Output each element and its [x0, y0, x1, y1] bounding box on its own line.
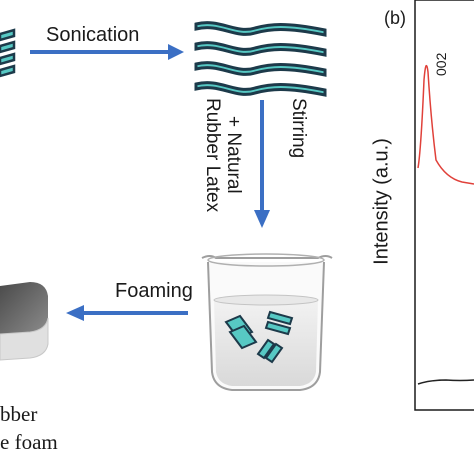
foam-caption-line-1: bber	[0, 402, 38, 426]
natural-rubber-latex-label: + Natural Rubber Latex	[198, 98, 244, 212]
xrd-curve-red	[417, 64, 474, 185]
rubber-foam-block	[0, 282, 49, 361]
foaming-label: Foaming	[115, 280, 193, 302]
y-axis-label: Intensity (a.u.)	[370, 138, 393, 265]
stirring-arrow	[254, 100, 270, 228]
stirring-label: Stirring	[288, 98, 309, 159]
sonication-label: Sonication	[46, 24, 140, 46]
foaming-arrow	[66, 305, 188, 321]
xrd-panel-frame	[414, 0, 474, 411]
foam-caption: bber e foam	[0, 400, 58, 456]
graphite-stack-left	[0, 28, 16, 78]
beaker	[201, 253, 333, 391]
sonication-arrow	[30, 44, 184, 60]
exfoliated-sheets	[194, 21, 327, 97]
foam-caption-line-2: e foam	[0, 430, 58, 454]
panel-b-label: (b)	[384, 8, 406, 28]
natural-rubber-latex-line-2: Rubber Latex	[202, 98, 223, 213]
xrd-curve-black	[417, 379, 474, 385]
peak-002-label: 002	[433, 52, 449, 76]
natural-rubber-latex-line-1: + Natural	[223, 116, 244, 194]
